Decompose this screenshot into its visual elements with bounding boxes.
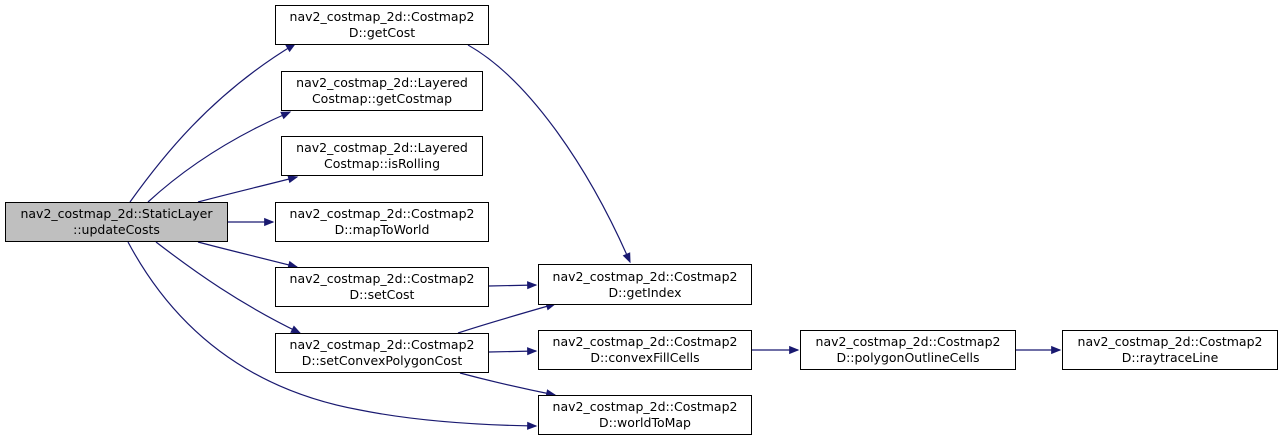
node-label-line1: nav2_costmap_2d::Costmap2 [815, 334, 1001, 349]
node-label-line2: D::polygonOutlineCells [836, 350, 980, 365]
node-costmap2d-map-to-world[interactable]: nav2_costmap_2d::Costmap2 D::mapToWorld [275, 202, 489, 242]
node-label-line1: nav2_costmap_2d::Costmap2 [552, 334, 738, 349]
arrowhead-setCost-to-getIndex [527, 281, 538, 290]
node-label-line2: Costmap::getCostmap [311, 91, 453, 106]
node-label-line2: D::setCost [349, 287, 415, 302]
node-label-line1: nav2_costmap_2d::Layered [296, 140, 468, 155]
arrowhead-getCost-to-getIndex [622, 252, 631, 264]
arrowhead-root-to-mapToWorld [264, 217, 275, 227]
node-costmap2d-convex-fill-cells[interactable]: nav2_costmap_2d::Costmap2 D::convexFillC… [538, 330, 752, 370]
edge-root-to-isRolling [197, 176, 298, 203]
arrowhead-convexFillCells-to-polygonOutlineCells [789, 345, 800, 355]
arrowhead-root-to-isRolling [287, 175, 299, 184]
node-label-line2: D::getCost [348, 25, 416, 40]
node-label-line1: nav2_costmap_2d::StaticLayer [20, 206, 213, 221]
edge-root-to-getCostmap [147, 111, 291, 203]
node-layered-costmap-get-costmap[interactable]: nav2_costmap_2d::Layered Costmap::getCos… [281, 71, 483, 111]
node-label-line1: nav2_costmap_2d::Costmap2 [1077, 334, 1263, 349]
node-label-line1: nav2_costmap_2d::Costmap2 [289, 337, 475, 352]
node-label-line1: nav2_costmap_2d::Costmap2 [289, 271, 475, 286]
node-label-line2: D::convexFillCells [590, 350, 700, 365]
arrowhead-root-to-getCostmap [280, 111, 292, 120]
node-label-line2: D::getIndex [608, 284, 682, 300]
node-label-line1: nav2_costmap_2d::Costmap2 [552, 399, 738, 414]
node-static-layer-update-costs: nav2_costmap_2d::StaticLayer ::updateCos… [5, 202, 228, 242]
edge-root-to-worldToMap [127, 241, 537, 427]
edge-root-to-setCost [197, 241, 298, 268]
edge-getCost-to-getIndex [467, 44, 631, 263]
node-label-line1: nav2_costmap_2d::Costmap2 [289, 206, 475, 221]
node-label-line2: Costmap::isRolling [323, 156, 440, 171]
arrowhead-setConvexPolygonCost-to-convexFillCells [527, 347, 538, 356]
edge-setConvexPolygonCost-to-getIndex [457, 303, 556, 334]
node-label-line1: nav2_costmap_2d::Layered [296, 75, 468, 90]
node-label-line2: D::worldToMap [598, 415, 691, 430]
node-label-line1: nav2_costmap_2d::Costmap2 [289, 9, 475, 24]
node-costmap2d-raytrace-line[interactable]: nav2_costmap_2d::Costmap2 D::raytraceLin… [1062, 330, 1278, 370]
node-label-line2: D::mapToWorld [334, 222, 430, 237]
arrowhead-root-to-setConvexPolygonCost [290, 325, 302, 334]
arrowhead-root-to-worldToMap [527, 421, 538, 430]
node-costmap2d-world-to-map[interactable]: nav2_costmap_2d::Costmap2 D::worldToMap [538, 395, 752, 435]
node-label-line1: nav2_costmap_2d::Costmap2 [552, 268, 738, 284]
arrowhead-root-to-getCost [285, 43, 297, 53]
node-costmap2d-get-cost[interactable]: nav2_costmap_2d::Costmap2 D::getCost [275, 5, 489, 45]
node-costmap2d-set-convex-polygon-cost[interactable]: nav2_costmap_2d::Costmap2 D::setConvexPo… [275, 333, 489, 373]
arrowhead-polygonOutlineCells-to-raytraceLine [1051, 345, 1062, 355]
node-costmap2d-get-index[interactable]: nav2_costmap_2d::Costmap2 D::getIndex [538, 264, 752, 305]
node-costmap2d-polygon-outline-cells[interactable]: nav2_costmap_2d::Costmap2 D::polygonOutl… [800, 330, 1016, 370]
edge-setConvexPolygonCost-to-worldToMap [459, 372, 556, 396]
node-label-line2: D::setConvexPolygonCost [301, 353, 463, 368]
node-label-line2: D::raytraceLine [1121, 350, 1219, 365]
node-layered-costmap-is-rolling[interactable]: nav2_costmap_2d::Layered Costmap::isRoll… [281, 136, 483, 176]
node-label-line2: ::updateCosts [73, 222, 160, 237]
node-costmap2d-set-cost[interactable]: nav2_costmap_2d::Costmap2 D::setCost [275, 267, 489, 307]
edge-root-to-setConvexPolygonCost [155, 241, 301, 334]
edge-root-to-getCost [129, 43, 296, 203]
